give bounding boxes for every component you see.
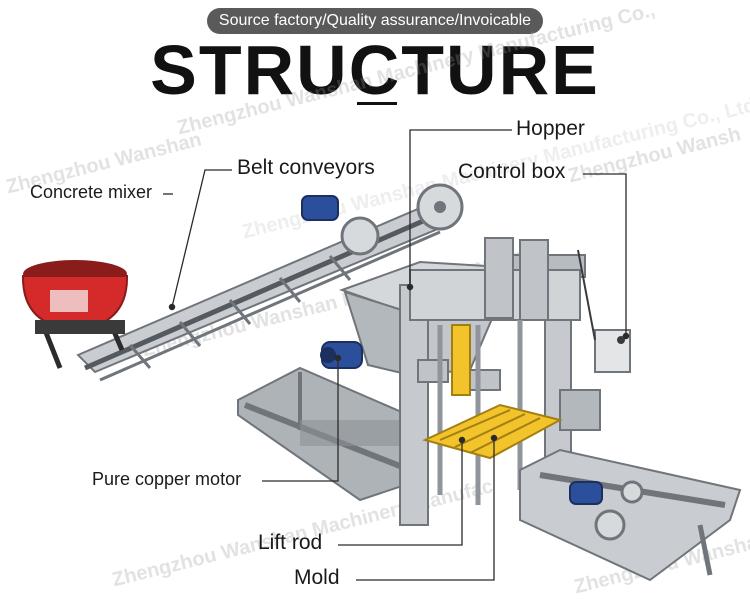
label-hopper: Hopper: [516, 117, 585, 141]
label-lift-rod: Lift rod: [258, 531, 322, 555]
label-belt-conveyors: Belt conveyors: [237, 156, 375, 180]
label-pure-copper-motor: Pure copper motor: [92, 469, 241, 490]
base-frame-left: [238, 368, 420, 500]
copper-motor: [320, 342, 362, 368]
base-frame-right: [520, 450, 740, 580]
label-mold: Mold: [294, 566, 340, 590]
label-concrete-mixer: Concrete mixer: [30, 182, 152, 203]
label-control-box: Control box: [458, 160, 565, 184]
